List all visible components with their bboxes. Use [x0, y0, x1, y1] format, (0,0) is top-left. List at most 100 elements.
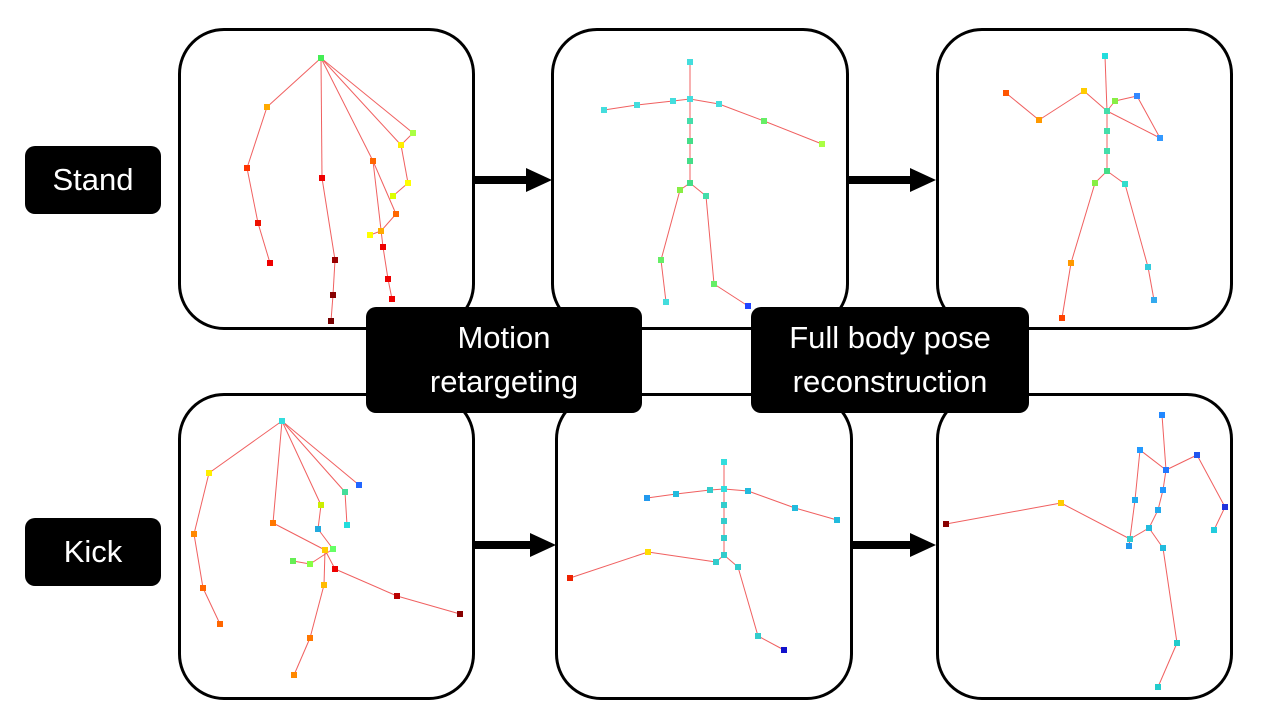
skeleton-joint	[716, 101, 722, 107]
skeleton-joint	[645, 549, 651, 555]
skeleton-bone	[713, 283, 749, 307]
row-label-kick: Kick	[25, 518, 161, 586]
skeleton-joint	[390, 193, 396, 199]
skeleton-joint	[721, 535, 727, 541]
skeleton-bone	[675, 489, 711, 495]
skeleton-joint	[792, 505, 798, 511]
stand-retarget-skeleton	[601, 59, 825, 309]
skeleton-joint	[330, 292, 336, 298]
skeleton-bone	[1106, 110, 1161, 139]
row-label-stand-text: Stand	[52, 162, 134, 197]
skeleton-joint	[398, 142, 404, 148]
skeleton-joint	[217, 621, 223, 627]
skeleton-joint	[328, 318, 334, 324]
skeleton-joint	[394, 593, 400, 599]
skeleton-bone	[737, 566, 759, 637]
skeleton-joint	[781, 647, 787, 653]
stage-label-reconstruction-line1: Full body pose	[789, 320, 991, 355]
skeleton-joint	[389, 296, 395, 302]
skeleton-joint	[1159, 412, 1165, 418]
skeleton-bone	[1165, 454, 1198, 471]
skeleton-bone	[281, 420, 322, 506]
skeleton-joint	[1126, 543, 1132, 549]
stage-label-retargeting-line2: retargeting	[429, 364, 579, 399]
kick-source-panel	[178, 393, 475, 700]
skeleton-joint	[1036, 117, 1042, 123]
row-label-kick-text: Kick	[63, 534, 123, 569]
skeleton-joint	[721, 459, 727, 465]
skeleton-joint	[745, 303, 751, 309]
skeleton-bone	[1005, 92, 1040, 121]
skeleton-joint	[1104, 128, 1110, 134]
stand-reconstruct-panel	[936, 28, 1233, 330]
skeleton-bone	[320, 57, 323, 179]
kick-retarget-panel	[555, 393, 853, 700]
skeleton-bone	[1060, 502, 1131, 540]
skeleton-joint	[410, 130, 416, 136]
skeleton-bone	[321, 177, 336, 261]
skeleton-joint	[687, 59, 693, 65]
skeleton-joint	[634, 102, 640, 108]
skeleton-joint	[307, 635, 313, 641]
skeleton-joint	[1058, 500, 1064, 506]
skeleton-bone	[208, 420, 283, 474]
skeleton-bone	[323, 549, 326, 586]
stage-label-reconstruction-line2: reconstruction	[792, 364, 988, 399]
skeleton-bone	[332, 259, 336, 296]
skeleton-joint	[393, 211, 399, 217]
skeleton-bone	[636, 100, 674, 106]
skeleton-joint	[270, 520, 276, 526]
stand-reconstruct-skeleton	[1003, 53, 1163, 321]
skeleton-bone	[320, 57, 374, 162]
skeleton-joint	[703, 193, 709, 199]
skeleton-bone	[317, 528, 334, 550]
skeleton-bone	[1061, 262, 1072, 319]
skeleton-joint	[380, 244, 386, 250]
skeleton-joint	[663, 299, 669, 305]
skeleton-joint	[1092, 180, 1098, 186]
skeleton-joint	[279, 418, 285, 424]
skeleton-bone	[747, 490, 796, 509]
stage-label-retargeting: Motion retargeting	[366, 307, 642, 413]
skeleton-joint	[673, 491, 679, 497]
skeleton-joint	[567, 575, 573, 581]
skeleton-joint	[1104, 168, 1110, 174]
skeleton-bone	[344, 491, 348, 526]
skeleton-joint	[745, 488, 751, 494]
skeleton-bone	[266, 57, 322, 108]
skeleton-joint	[819, 141, 825, 147]
skeleton-bone	[1139, 449, 1167, 471]
skeleton-bone	[689, 98, 720, 105]
skeleton-bone	[1161, 414, 1167, 471]
skeleton-bone	[382, 246, 389, 280]
skeleton-joint	[1160, 545, 1166, 551]
skeleton-bone	[569, 551, 649, 579]
kick-source-skeleton	[191, 418, 463, 678]
skeleton-bone	[1157, 489, 1164, 511]
skeleton-bone	[945, 502, 1062, 525]
skeleton-joint	[735, 564, 741, 570]
skeleton-joint	[1127, 536, 1133, 542]
skeleton-bone	[387, 278, 393, 300]
skeleton-joint	[1104, 148, 1110, 154]
skeleton-bone	[705, 195, 715, 285]
skeleton-joint	[332, 257, 338, 263]
arrow-right-icon	[852, 533, 936, 557]
skeleton-bone	[396, 595, 461, 615]
skeleton-joint	[200, 585, 206, 591]
skeleton-bone	[646, 493, 677, 499]
skeleton-bone	[1196, 454, 1226, 508]
skeleton-bone	[309, 548, 334, 565]
stand-source-skeleton	[244, 55, 416, 324]
skeleton-joint	[344, 522, 350, 528]
skeleton-bone	[202, 587, 221, 625]
skeleton-bone	[1157, 642, 1178, 688]
skeleton-joint	[290, 558, 296, 564]
skeleton-bone	[660, 189, 681, 261]
skeleton-joint	[1146, 525, 1152, 531]
skeleton-joint	[330, 546, 336, 552]
skeleton-bone	[718, 103, 765, 122]
skeleton-bone	[1162, 469, 1167, 491]
skeleton-joint	[1122, 181, 1128, 187]
row-label-stand: Stand	[25, 146, 161, 214]
